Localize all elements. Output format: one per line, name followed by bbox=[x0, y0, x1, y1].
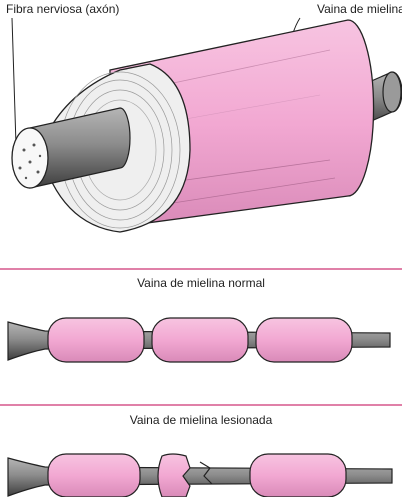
damaged-fiber bbox=[8, 454, 392, 497]
normal-sheath-title: Vaina de mielina normal bbox=[0, 276, 402, 290]
axon-cross-section bbox=[12, 128, 48, 188]
section-divider-damaged bbox=[0, 404, 402, 406]
damaged-myelin-segment-1 bbox=[48, 454, 140, 497]
damaged-sheath-title: Vaina de mielina lesionada bbox=[0, 413, 402, 427]
section-divider-normal bbox=[0, 268, 402, 270]
normal-myelin-segment-1 bbox=[48, 318, 144, 362]
normal-fiber bbox=[8, 318, 390, 362]
normal-myelin-segment-3 bbox=[256, 318, 352, 362]
damaged-myelin-segment-3 bbox=[250, 454, 346, 497]
normal-myelin-segment-2 bbox=[152, 318, 248, 362]
axon-leader-line bbox=[12, 18, 16, 145]
